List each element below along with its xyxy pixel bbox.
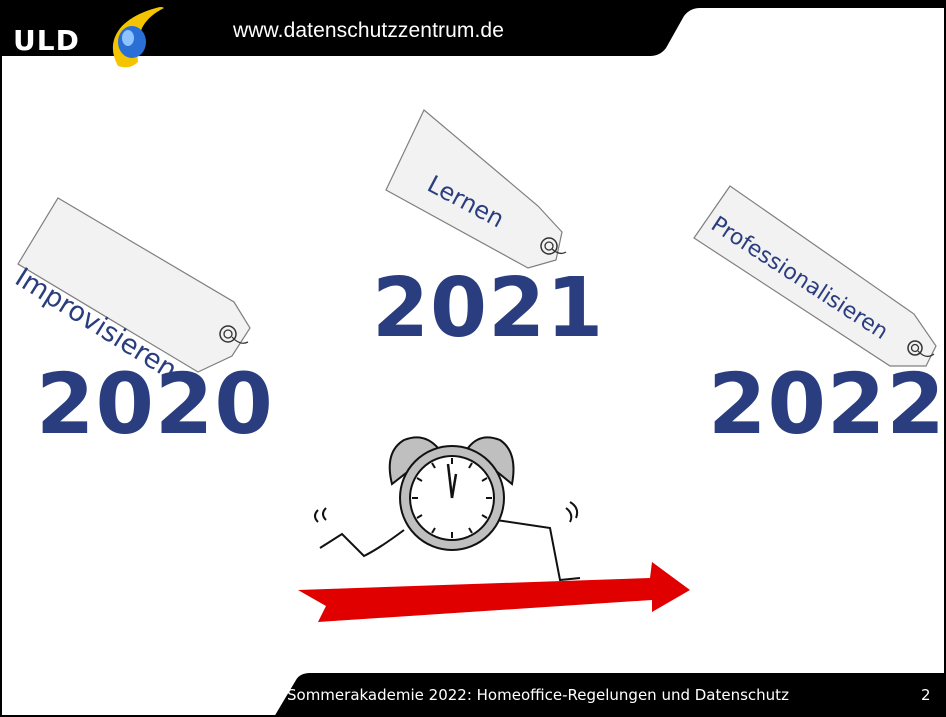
page-number: 2 [921, 686, 931, 704]
alarm-clock-icon [399, 445, 505, 551]
tag-professionalisieren [693, 185, 937, 367]
logo-text: ULD [13, 24, 80, 57]
tag-improvisieren [17, 197, 251, 373]
arrow-icon [298, 562, 690, 622]
year-2021: 2021 [372, 261, 605, 356]
year-2020: 2020 [36, 355, 274, 453]
footer-title: Sommerakademie 2022: Homeoffice-Regelung… [287, 686, 789, 704]
tag-lernen [385, 109, 567, 269]
year-2022: 2022 [708, 355, 946, 453]
header-url[interactable]: www.datenschutzzentrum.de [233, 19, 504, 42]
uld-logo-icon [112, 7, 164, 68]
